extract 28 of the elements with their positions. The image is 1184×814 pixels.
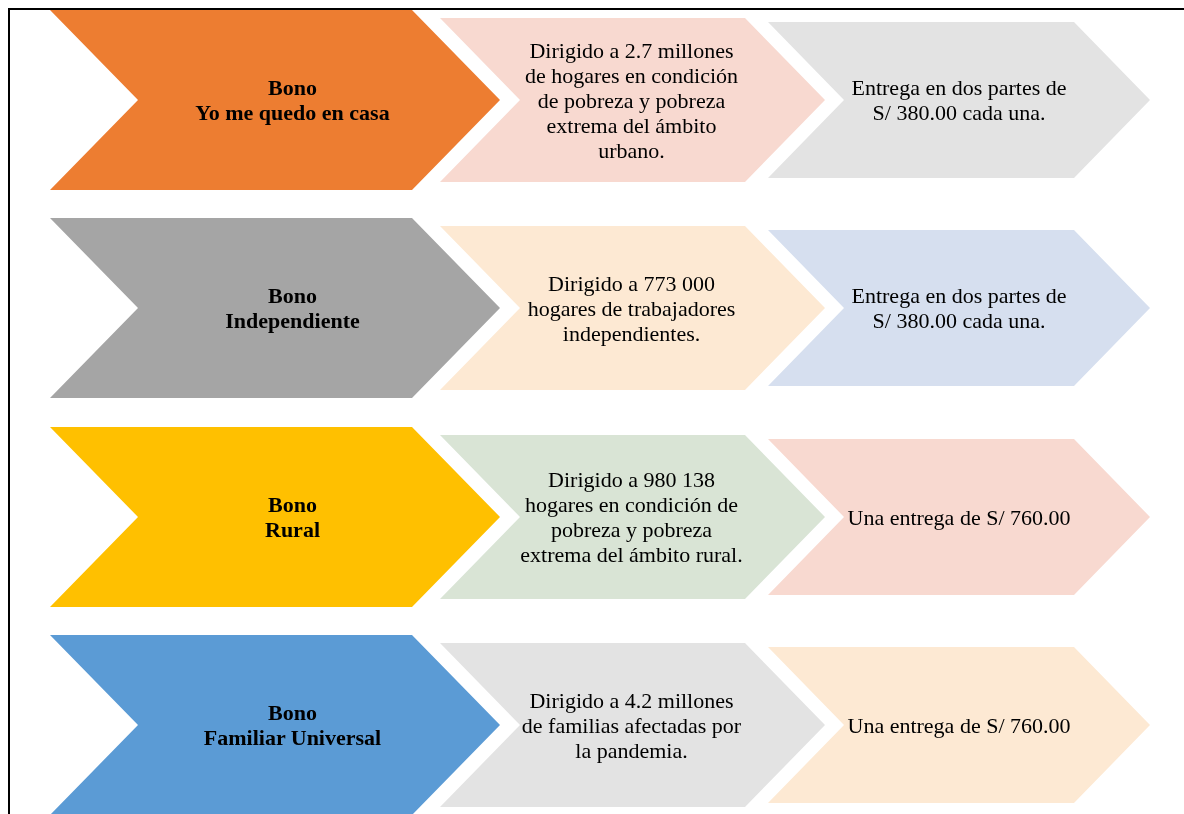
- chevron-shape: [440, 226, 825, 390]
- chevron-shape: [768, 647, 1150, 803]
- chevron-shape: [440, 18, 825, 182]
- chevron-text: Entrega en dos partes de S/ 380.00 cada una.: [850, 75, 1068, 125]
- chevron-shape: [50, 218, 500, 398]
- chevron-shape: [440, 435, 825, 599]
- chevron-shape: [768, 22, 1150, 178]
- chevron-text: Una entrega de S/ 760.00: [847, 712, 1071, 738]
- chevron-title: Independiente: [225, 308, 360, 333]
- chevron-title: Bono: [268, 283, 317, 308]
- chevron-title: Bono: [268, 492, 317, 517]
- chevron-title: Bono: [268, 75, 317, 100]
- chevron-text: Dirigido a 2.7 millones de hogares en condición de pobreza y pobreza extrema del ámbito urbano.: [523, 37, 740, 163]
- chevron-title: Rural: [265, 517, 320, 542]
- chevron-text: Entrega en dos partes de S/ 380.00 cada una.: [850, 283, 1068, 333]
- chevron-title: Yo me quedo en casa: [195, 100, 390, 125]
- chevron-text: Dirigido a 4.2 millones de familias afectadas por la pandemia.: [520, 687, 743, 763]
- chevron-title: Familiar Universal: [203, 725, 382, 750]
- chevron-shape: [50, 427, 500, 607]
- chevron-text: Dirigido a 980 138 hogares en condición de pobreza y pobreza extrema del ámbito rural.: [519, 467, 744, 567]
- chevron-shape: [768, 230, 1150, 386]
- chevron-shape: [768, 439, 1150, 595]
- chevron-shape: [440, 643, 825, 807]
- chevron-text: Una entrega de S/ 760.00: [847, 504, 1071, 530]
- chevron-shape: [50, 635, 500, 814]
- chevron-shape: [50, 10, 500, 190]
- chevron-text: Dirigido a 773 000 hogares de trabajadores independientes.: [526, 270, 737, 346]
- chevron-title: Bono: [268, 700, 317, 725]
